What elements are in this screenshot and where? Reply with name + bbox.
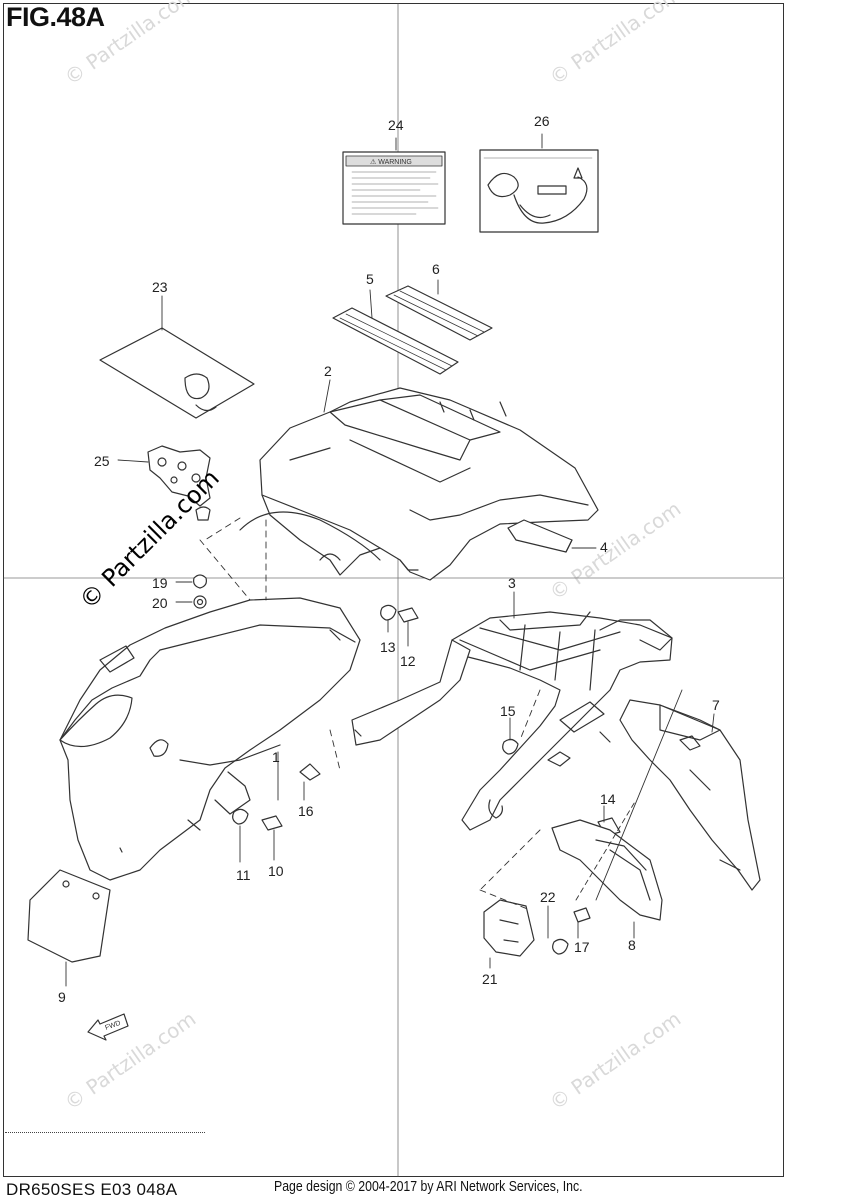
part-2-rear-cover: [239, 387, 599, 581]
callout-14: 14: [600, 791, 616, 807]
callout-26: 26: [534, 113, 550, 129]
callout-21: 21: [482, 971, 498, 987]
diagram-frame: [3, 3, 784, 1177]
part-20-nut: [193, 595, 207, 609]
part-5-strip: [332, 307, 459, 375]
part-8-bracket: [551, 819, 663, 921]
callout-19: 19: [152, 575, 168, 591]
part-21-reflector: [483, 899, 535, 957]
fwd-arrow: [87, 1013, 129, 1041]
callout-3: 3: [508, 575, 516, 591]
part-19-clip: [193, 574, 207, 589]
callout-1: 1: [272, 749, 280, 765]
part-4-foam: [507, 519, 573, 553]
callout-9: 9: [58, 989, 66, 1005]
warning-label-text: ⚠ WARNING: [370, 158, 412, 166]
part-15-nut: [502, 738, 519, 755]
page-credit: Page design © 2004-2017 by ARI Network S…: [274, 1178, 583, 1195]
callout-2: 2: [324, 363, 332, 379]
callout-8: 8: [628, 937, 636, 953]
callout-4: 4: [600, 539, 608, 555]
callout-11: 11: [236, 867, 251, 883]
part-10-screw: [261, 815, 283, 831]
fastener-near-25: [195, 506, 211, 521]
part-1-rear-fender: [59, 597, 361, 881]
callout-20: 20: [152, 595, 168, 611]
part-25-bracket: [147, 445, 211, 507]
part-13-nut: [380, 604, 397, 621]
part-22-screw: [573, 907, 591, 923]
callout-23: 23: [152, 279, 168, 295]
callout-17: 17: [574, 939, 590, 955]
callout-6: 6: [432, 261, 440, 277]
callout-22: 22: [540, 889, 556, 905]
dashed-guides: [199, 517, 541, 911]
callout-25: 25: [94, 453, 110, 469]
callout-15: 15: [500, 703, 516, 719]
callout-24: 24: [388, 117, 404, 133]
part-7-license-bracket: [619, 699, 761, 891]
part-11-nut: [232, 808, 249, 825]
part-9-mud-flap: [27, 869, 111, 963]
part-17-nut: [552, 938, 569, 955]
callout-10: 10: [268, 863, 284, 879]
callout-12: 12: [400, 653, 416, 669]
callout-7: 7: [712, 697, 720, 713]
callout-13: 13: [380, 639, 396, 655]
footer-rule: [5, 1132, 205, 1133]
leader-lines: [65, 133, 715, 987]
part-3-rear-carrier: [351, 611, 673, 831]
figure-title: FIG.48A: [6, 2, 105, 32]
part-12-bolt: [397, 607, 419, 623]
part-16-bolt: [299, 763, 321, 781]
model-code: DR650SES E03 048A: [6, 1180, 178, 1199]
part-23-cover: [99, 327, 255, 419]
callout-16: 16: [298, 803, 314, 819]
part-24-warning-label: [342, 151, 446, 225]
part-26-routing-label: [479, 149, 599, 233]
part-6-strip: [385, 285, 493, 341]
callout-5: 5: [366, 271, 374, 287]
